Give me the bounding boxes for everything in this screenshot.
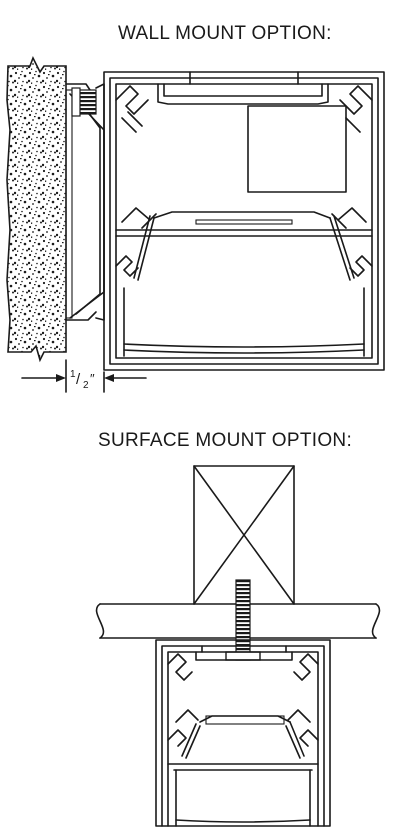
dim-denominator: 2 (83, 380, 89, 391)
wall-fixture-housing (103, 71, 385, 371)
wall-mount-drawing: 1 / 2 ″ (6, 56, 385, 393)
surface-mount-drawing (95, 465, 381, 827)
dim-unit: ″ (90, 371, 95, 386)
wall-section (6, 56, 67, 363)
surface-fixture-housing (155, 639, 331, 827)
surface-mount-title: SURFACE MOUNT OPTION: (98, 430, 353, 451)
wall-bracket (65, 83, 105, 321)
dim-numerator: 1 (70, 369, 76, 380)
dim-slash: / (76, 371, 81, 388)
wall-mount-title: WALL MOUNT OPTION: (118, 23, 332, 44)
threaded-rod (225, 579, 261, 661)
wall-screw (71, 87, 97, 117)
gap-dimension: 1 / 2 ″ (21, 359, 147, 393)
